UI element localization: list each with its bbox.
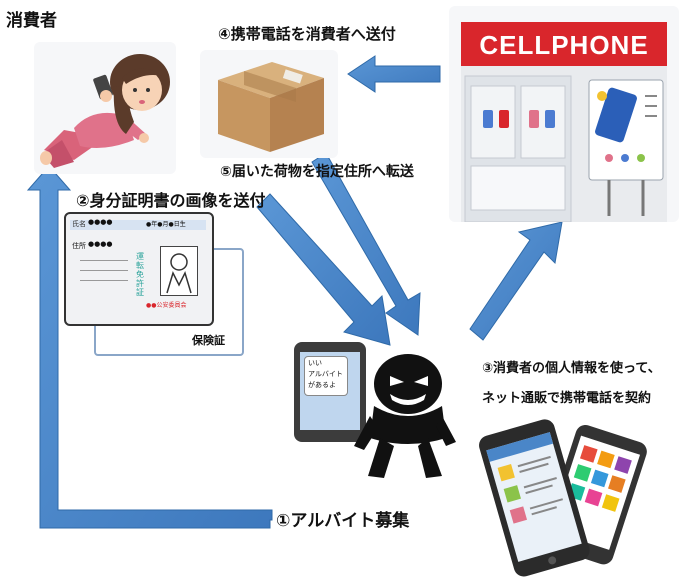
message-line2: アルバイト [308,370,343,378]
arrow-step3 [469,221,563,341]
cellphone-store: CELLPHONE [449,6,679,222]
smartphones-illustration [478,410,648,584]
scam-message-phone: いい アルバイト があるよ [294,342,366,442]
id-issuer: ●●公安委員会 [146,302,187,309]
message-line3: があるよ [308,381,336,389]
store-sign-text: CELLPHONE [479,30,649,60]
arrow-step1 [26,165,273,529]
id-license-text: 運転免許証 [136,252,144,297]
id-date-value: ●年●月●日生 [146,221,186,228]
insurance-card-label: 保険証 [192,334,225,347]
consumer-illustration [34,42,176,174]
step3-label-line2: ネット通販で携帯電話を契約 [482,391,652,406]
arrow-step4 [347,55,441,93]
consumer-label: 消費者 [6,11,57,31]
id-address-label: 住所 [72,242,86,250]
package-illustration [200,50,338,158]
criminal-illustration [350,346,460,486]
step4-label: ④携帯電話を消費者へ送付 [218,25,396,43]
step3-label-line1: ③消費者の個人情報を使って、 [482,361,661,376]
id-name-value: ●●●● [88,218,113,226]
id-name-label: 氏名 [72,220,86,228]
step5-label: ⑤届いた荷物を指定住所へ転送 [220,164,414,180]
step1-label: ①アルバイト募集 [276,511,410,531]
message-line1: いい [308,359,322,367]
step2-label: ②身分証明書の画像を送付 [76,191,266,210]
arrow-step5 [311,152,421,336]
arrow-step2 [256,193,391,346]
id-photo [160,246,198,296]
id-address-value: ●●●● [88,240,113,248]
id-card-illustration: 保険証 氏名 ●●●● ●年●月●日生 住所 ●●●● 運転免許証 ●●公安委員… [64,212,244,356]
